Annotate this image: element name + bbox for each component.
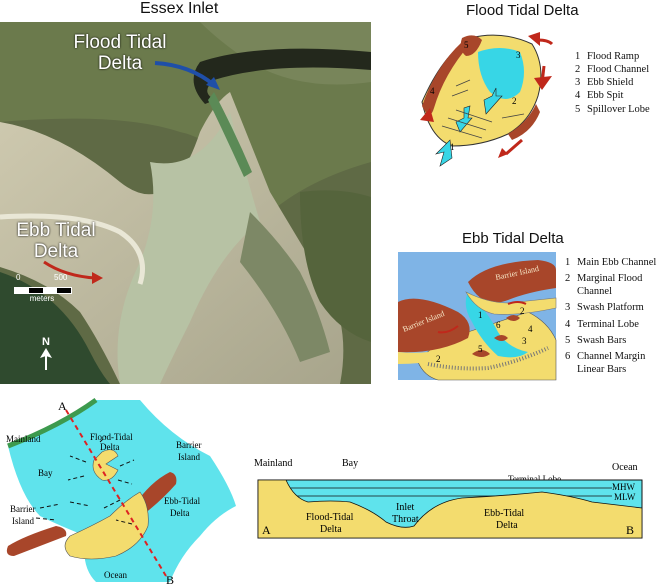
flood-delta-diagram: 5 3 4 2 1 bbox=[420, 32, 554, 167]
map-label-ebb-1: Ebb-Tidal bbox=[164, 496, 201, 506]
photo-title: Essex Inlet bbox=[140, 0, 219, 17]
photo-flood-label-line1: Flood Tidal bbox=[73, 32, 167, 53]
flood-num-1: 1 bbox=[450, 142, 455, 152]
section-label-inlet-2: Throat bbox=[392, 514, 419, 525]
photo-ebb-label-line2: Delta bbox=[33, 241, 79, 262]
north-label: N bbox=[42, 336, 50, 348]
photo-flood-label-line2: Delta bbox=[97, 53, 143, 74]
map-label-flood-2: Delta bbox=[100, 442, 120, 452]
section-label-ebb-2: Delta bbox=[496, 520, 518, 531]
photo-flood-label: Flood Tidal Delta bbox=[60, 32, 180, 74]
map-label-b: B bbox=[166, 573, 174, 586]
scale-bar: 0 500 meters bbox=[14, 273, 74, 303]
map-label-barrier-left-1: Barrier bbox=[10, 504, 35, 514]
map-label-a: A bbox=[58, 399, 67, 413]
section-label-mhw: MHW bbox=[612, 482, 636, 492]
section-label-mainland: Mainland bbox=[254, 458, 292, 469]
ebb-num-2b: 2 bbox=[436, 354, 441, 364]
section-label-ebb-1: Ebb-Tidal bbox=[484, 508, 524, 519]
section-label-flood-1: Flood-Tidal bbox=[306, 512, 354, 523]
map-label-ebb-2: Delta bbox=[170, 508, 190, 518]
plan-map: A B Mainland Flood-Tidal Delta Barrier I… bbox=[6, 397, 236, 586]
map-label-barrier-right-2: Island bbox=[178, 452, 200, 462]
section-label-a: A bbox=[262, 523, 271, 537]
flood-delta-title: Flood Tidal Delta bbox=[466, 2, 579, 19]
north-arrow-icon bbox=[40, 348, 52, 370]
section-label-ocean: Ocean bbox=[612, 462, 638, 473]
section-label-inlet-1: Inlet bbox=[396, 502, 415, 513]
map-label-bay: Bay bbox=[38, 468, 53, 478]
scale-max: 500 bbox=[54, 273, 68, 282]
ebb-arrow bbox=[43, 260, 103, 284]
ebb-num-1: 1 bbox=[478, 310, 483, 320]
cross-section: Mainland Bay Ocean Terminal Lobe MHW MLW… bbox=[254, 458, 643, 539]
photo-ebb-label: Ebb Tidal Delta bbox=[6, 220, 106, 262]
section-label-b: B bbox=[626, 523, 634, 537]
ebb-delta-diagram: Barrier Island Barrier Island 1 2 2 3 4 … bbox=[398, 252, 557, 381]
flood-num-2: 2 bbox=[512, 96, 517, 106]
ebb-num-2a: 2 bbox=[520, 306, 525, 316]
ebb-num-6: 6 bbox=[496, 320, 501, 330]
aerial-photo-graphic bbox=[0, 22, 371, 384]
flood-num-4: 4 bbox=[430, 86, 435, 96]
photo-ebb-label-line1: Ebb Tidal bbox=[16, 220, 96, 241]
aerial-photo bbox=[0, 22, 371, 384]
flood-num-5: 5 bbox=[464, 40, 469, 50]
north-arrow: N bbox=[36, 336, 56, 377]
section-label-bay: Bay bbox=[342, 458, 358, 469]
scale-bar-graphic bbox=[14, 287, 72, 294]
section-label-mlw: MLW bbox=[614, 492, 636, 502]
map-label-barrier-right-1: Barrier bbox=[176, 440, 201, 450]
flood-arrow bbox=[154, 61, 220, 90]
map-label-ocean: Ocean bbox=[104, 570, 127, 580]
map-label-flood-1: Flood-Tidal bbox=[90, 432, 133, 442]
map-label-mainland: Mainland bbox=[6, 434, 41, 444]
flood-num-3: 3 bbox=[516, 50, 521, 60]
map-label-barrier-left-2: Island bbox=[12, 516, 34, 526]
scale-unit: meters bbox=[29, 294, 55, 303]
ebb-num-3: 3 bbox=[522, 336, 527, 346]
scale-zero: 0 bbox=[16, 273, 21, 282]
section-label-flood-2: Delta bbox=[320, 524, 342, 535]
ebb-num-4: 4 bbox=[528, 324, 533, 334]
ebb-delta-title: Ebb Tidal Delta bbox=[462, 230, 564, 247]
section-label-terminal-lobe: Terminal Lobe bbox=[508, 474, 561, 484]
ebb-num-5: 5 bbox=[478, 344, 483, 354]
